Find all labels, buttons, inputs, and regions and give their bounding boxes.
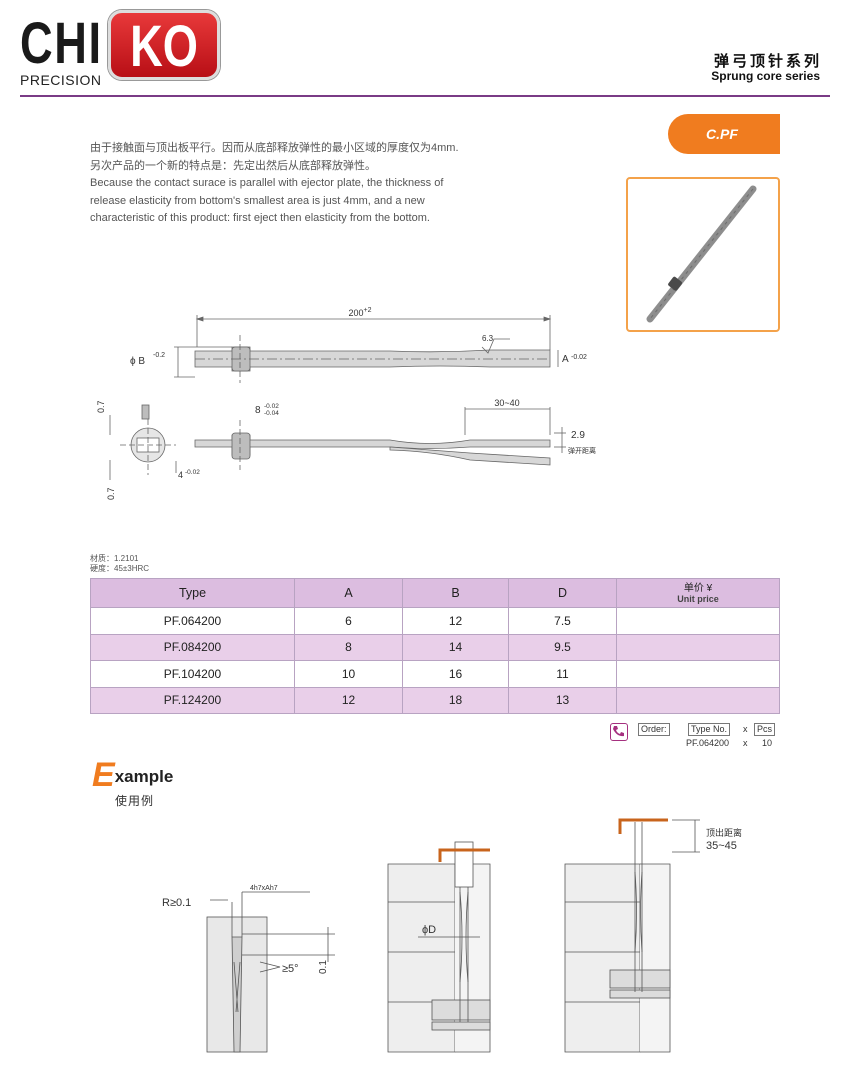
series-title-cn: 弹弓顶针系列 bbox=[713, 53, 822, 70]
header-type: Type bbox=[90, 578, 295, 608]
end-dim-top: 0.7 bbox=[96, 400, 106, 413]
table-row: PF.084200 8 14 9.5 bbox=[90, 633, 780, 661]
example-initial: E bbox=[92, 756, 115, 794]
logo-chi-text: CHI bbox=[20, 11, 103, 76]
order-pcs: Pcs bbox=[754, 723, 776, 736]
cell-price bbox=[616, 686, 780, 714]
roughness-mark: 6.3 bbox=[482, 334, 494, 343]
cell-d: 11 bbox=[508, 660, 617, 688]
cell-a: 6 bbox=[294, 607, 403, 635]
order-label: Order: bbox=[638, 723, 670, 736]
spec-table: Type A B D 单价 ¥ Unit price PF.064200 6 1… bbox=[90, 578, 780, 714]
slot-tol-lower: -0.04 bbox=[264, 410, 279, 417]
order-example-type: PF.064200 bbox=[686, 738, 730, 748]
phi-d-label: ϕD bbox=[422, 924, 436, 936]
cell-a: 8 bbox=[294, 633, 403, 661]
description-line: 另次产品的一个新的特点是：先定出然后从底部释放弹性。 bbox=[90, 159, 376, 172]
cell-b: 16 bbox=[402, 660, 509, 688]
logo-precision-text: PRECISION bbox=[20, 72, 102, 88]
cell-price bbox=[616, 660, 780, 688]
split-length: 30~40 bbox=[494, 398, 519, 408]
product-photo bbox=[626, 177, 780, 332]
unit-price-cn: 单价 ¥ bbox=[683, 582, 713, 594]
unit-price-en: Unit price bbox=[677, 593, 719, 604]
product-code-tag: C.PF bbox=[668, 114, 780, 154]
cell-d: 7.5 bbox=[508, 607, 617, 635]
description-line: 由于接触面与顶出板平行。因而从底部释放弹性的最小区域的厚度仅为4mm. bbox=[90, 142, 459, 154]
logo-ko-text: KO bbox=[130, 14, 198, 79]
order-times: x bbox=[743, 724, 748, 734]
length-dim: 200+2 bbox=[348, 307, 371, 318]
slot-tol-upper: -0.02 bbox=[264, 403, 279, 410]
angle-label: ≥5° bbox=[282, 963, 299, 975]
cell-type: PF.064200 bbox=[90, 607, 295, 635]
cell-type: PF.104200 bbox=[90, 660, 295, 688]
material-spec: 材质：1.2101 硬度：45±3HRC bbox=[90, 554, 149, 574]
order-example-times: x bbox=[743, 738, 748, 748]
series-title-en: Sprung core series bbox=[711, 69, 820, 83]
eject-distance-cn: 顶出距离 bbox=[706, 827, 742, 838]
gap-01-label: 0.1 bbox=[318, 960, 329, 974]
header-a: A bbox=[294, 578, 403, 608]
usage-example-drawings: R≥0.1 4h7xAh7 ≥5° 0.1 ϕD 顶出距离 35~45 bbox=[162, 818, 742, 1053]
cell-type: PF.084200 bbox=[90, 633, 295, 661]
header-b: B bbox=[402, 578, 509, 608]
cell-d: 13 bbox=[508, 686, 617, 714]
header-divider bbox=[20, 95, 830, 97]
order-type-no: Type No. bbox=[688, 723, 731, 736]
dia-b-label: ϕ B bbox=[130, 356, 145, 367]
sprung-core-pin-image bbox=[646, 185, 757, 323]
slot-width: 8 bbox=[255, 405, 261, 416]
order-example-qty: 10 bbox=[762, 738, 773, 748]
description-line: characteristic of this product: first ej… bbox=[90, 212, 430, 224]
table-header-row: Type A B D 单价 ¥ Unit price bbox=[90, 578, 780, 608]
cell-b: 12 bbox=[402, 607, 509, 635]
eject-distance-range: 35~45 bbox=[706, 840, 737, 852]
description-line: Because the contact surace is parallel w… bbox=[90, 177, 444, 189]
hardness-line: 硬度：45±3HRC bbox=[90, 564, 150, 573]
cell-a: 10 bbox=[294, 660, 403, 688]
example-title-rest: xample bbox=[114, 767, 174, 786]
cell-b: 14 bbox=[402, 633, 509, 661]
cell-a: 12 bbox=[294, 686, 403, 714]
dia-b-tol: -0.2 bbox=[153, 352, 165, 359]
logo-ko-badge: KO bbox=[108, 10, 220, 80]
cell-price bbox=[616, 633, 780, 661]
cell-d: 9.5 bbox=[508, 633, 617, 661]
width-4-dim: 4 bbox=[178, 470, 183, 480]
cell-b: 18 bbox=[402, 686, 509, 714]
gap-dim: 2.9 bbox=[571, 430, 585, 441]
material-line: 材质：1.2101 bbox=[90, 554, 139, 563]
table-row: PF.124200 12 18 13 bbox=[90, 686, 780, 714]
end-dim-bottom: 0.7 bbox=[106, 487, 116, 500]
a-dim-label: A bbox=[562, 354, 569, 365]
technical-drawing: 200+2 6.3 ϕ B -0.2 A -0.02 8 -0.02 -0.04… bbox=[96, 307, 596, 500]
product-description: 由于接触面与顶出板平行。因而从底部释放弹性的最小区域的厚度仅为4mm. 另次产品… bbox=[90, 140, 510, 228]
order-format: Order: Type No. x Pcs PF.064200 x 10 bbox=[610, 720, 780, 752]
table-row: PF.064200 6 12 7.5 bbox=[90, 607, 780, 635]
table-row: PF.104200 10 16 11 bbox=[90, 660, 780, 688]
width-4-tol: -0.02 bbox=[185, 469, 200, 476]
radius-label: R≥0.1 bbox=[162, 897, 191, 909]
gap-label: 弹开距离 bbox=[568, 446, 596, 455]
header-d: D bbox=[508, 578, 617, 608]
cell-price bbox=[616, 607, 780, 635]
description-line: release elasticity from bottom's smalles… bbox=[90, 194, 425, 207]
header-unit-price: 单价 ¥ Unit price bbox=[616, 578, 780, 608]
example-title-cn: 使用例 bbox=[115, 794, 155, 808]
cell-type: PF.124200 bbox=[90, 686, 295, 714]
fit-label: 4h7xAh7 bbox=[250, 885, 278, 892]
example-title: Example bbox=[92, 752, 174, 794]
brand-logo: CHI KO PRECISION bbox=[20, 10, 230, 90]
phone-icon bbox=[610, 723, 628, 741]
a-dim-tol: -0.02 bbox=[571, 354, 587, 361]
